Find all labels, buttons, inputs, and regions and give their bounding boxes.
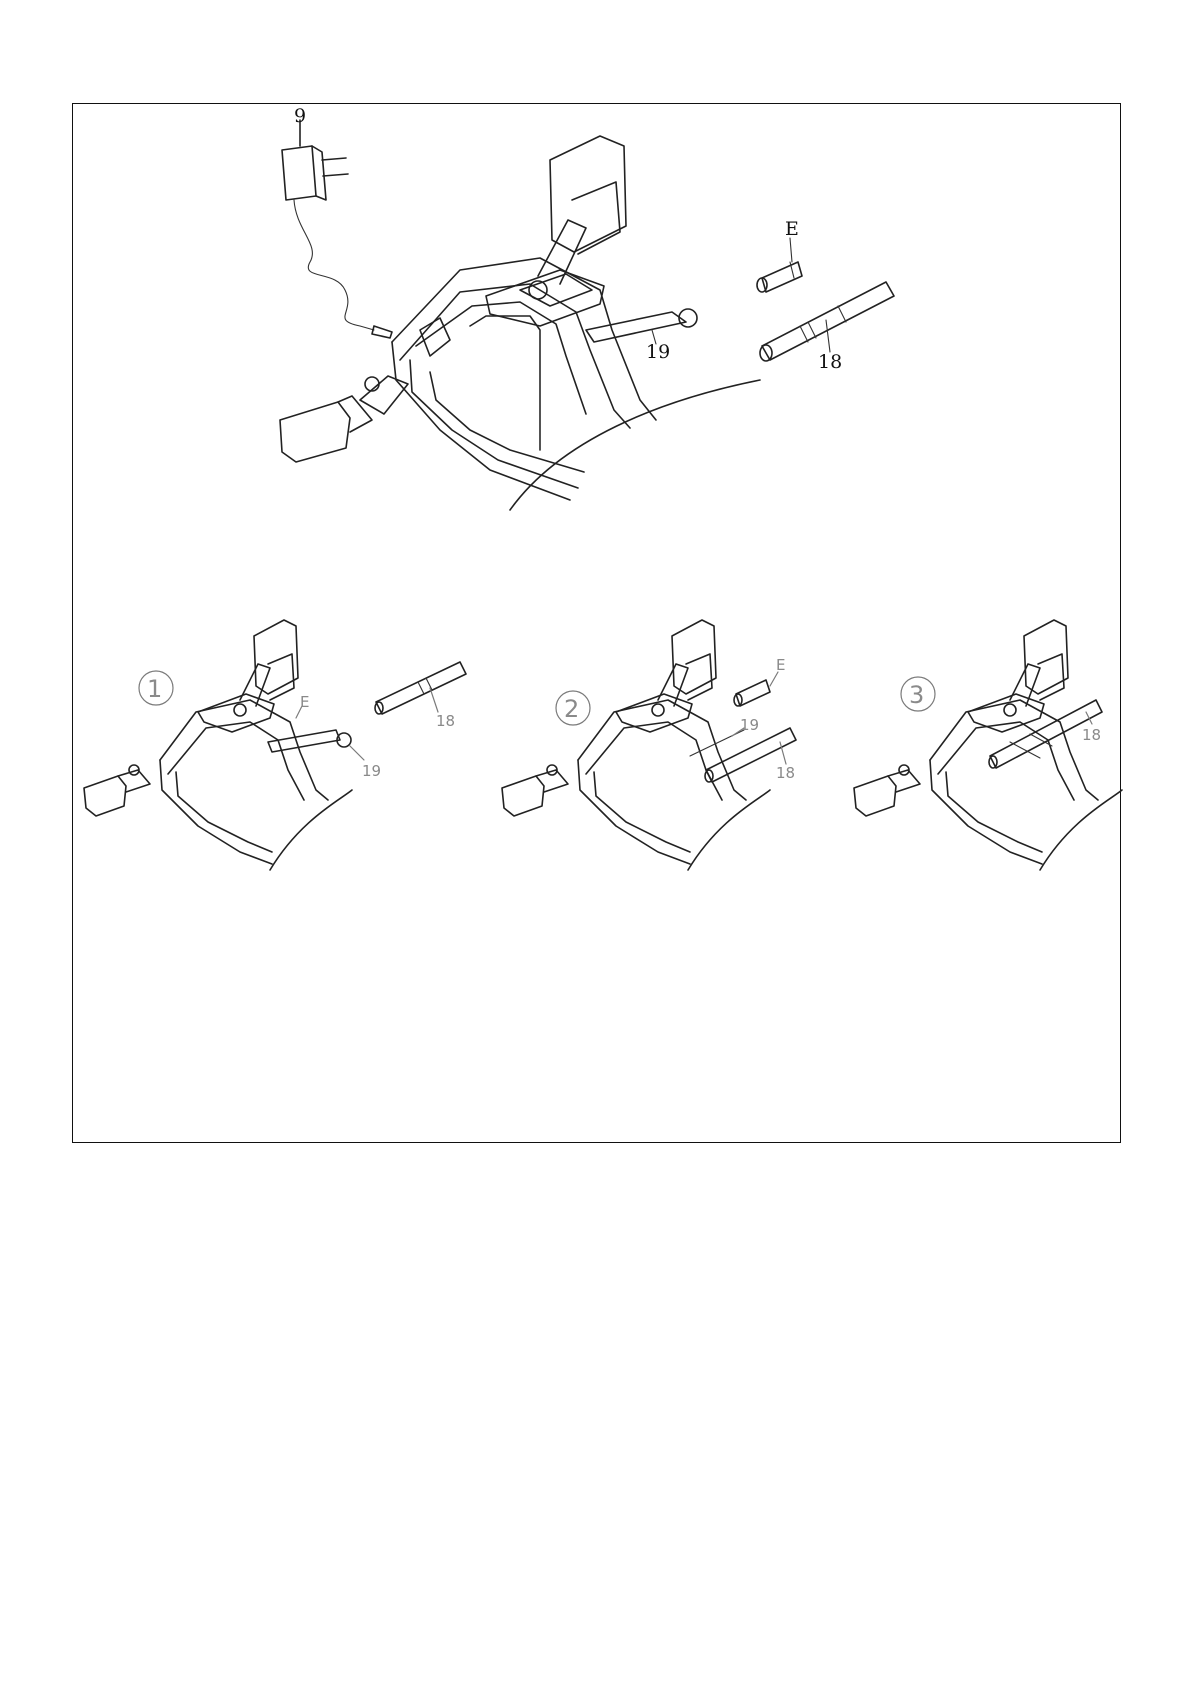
- end-cap-e: [757, 238, 802, 292]
- step-1-label-18: 18: [436, 712, 455, 730]
- step-3-bike: [854, 620, 1122, 870]
- bike-frame: [280, 136, 760, 510]
- handlebar: [760, 282, 894, 361]
- step-2-label-18: 18: [776, 764, 795, 782]
- step-1-handlebar: [375, 662, 466, 714]
- step-3-number: 3: [909, 681, 924, 709]
- label-handlebar-18: 18: [818, 351, 842, 373]
- step-2: 2 E 19 18: [502, 620, 796, 870]
- step-1-label-19: 19: [362, 762, 381, 780]
- step-1-bike: [84, 620, 352, 870]
- step-1: 1 E 19 18: [84, 620, 466, 870]
- power-adapter: [282, 120, 392, 338]
- step-1-label-e: E: [300, 693, 309, 711]
- step-3-label-18: 18: [1082, 726, 1101, 744]
- step-2-label-e: E: [776, 656, 785, 674]
- step-2-bike: [502, 620, 770, 870]
- step-2-end-cap: [734, 672, 778, 706]
- step-3: 3 18: [854, 620, 1122, 870]
- step-2-label-19: 19: [740, 716, 759, 734]
- label-cable-19: 19: [646, 341, 670, 363]
- step-1-number: 1: [147, 675, 162, 703]
- pulse-cable: [586, 309, 697, 344]
- label-end-cap-e: E: [785, 218, 799, 240]
- main-figure: 9 E 19 18: [280, 105, 894, 510]
- step-2-number: 2: [564, 695, 579, 723]
- label-adapter-9: 9: [294, 105, 306, 127]
